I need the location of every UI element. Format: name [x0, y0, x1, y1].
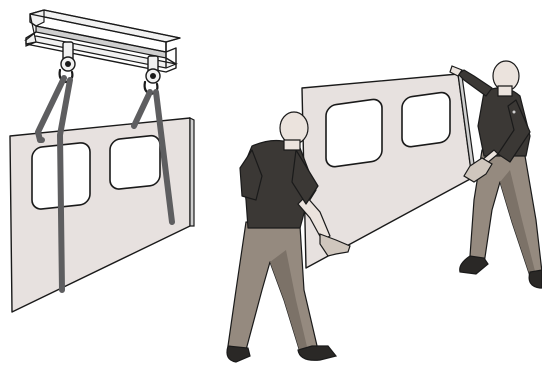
door-panel-icon — [10, 118, 194, 312]
panel-window — [110, 135, 160, 190]
manual-carry-scene — [227, 61, 542, 362]
panel-window — [402, 91, 450, 148]
hoist-lift-scene — [10, 10, 194, 312]
panel-window — [326, 98, 382, 168]
